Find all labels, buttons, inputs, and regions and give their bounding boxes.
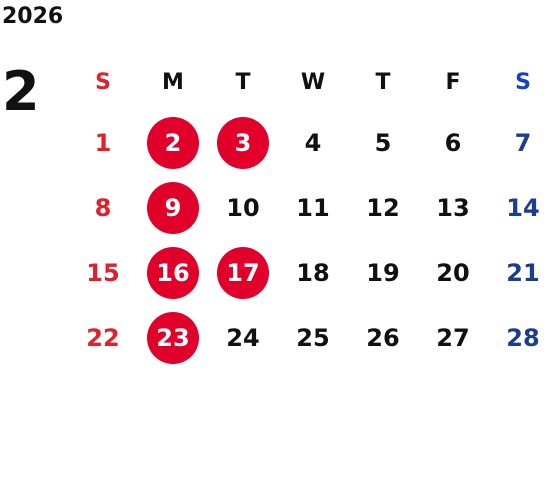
weekday-label-friday: F: [445, 69, 461, 95]
calendar-week-row: 22 23 24 25 26 27 28: [68, 305, 548, 370]
calendar-day-number: 7: [514, 128, 532, 157]
calendar-day-number: 15: [86, 258, 120, 287]
weekday-label-tuesday: T: [235, 69, 251, 95]
calendar-day: 20: [418, 240, 488, 305]
calendar-day-number: 28: [506, 323, 540, 352]
calendar-day: 8: [68, 175, 138, 240]
calendar-day-number: 23: [156, 323, 190, 352]
calendar-day-number: 1: [94, 128, 112, 157]
calendar-day-highlighted: 23: [138, 305, 208, 370]
calendar-year: 2026: [2, 4, 64, 29]
calendar-day-number: 12: [366, 193, 400, 222]
calendar-day: 5: [348, 110, 418, 175]
calendar-day: 22: [68, 305, 138, 370]
calendar-day-number: 16: [156, 258, 190, 287]
calendar-day-number: 11: [296, 193, 330, 222]
calendar-day: 24: [208, 305, 278, 370]
calendar-day-number: 24: [226, 323, 260, 352]
weekday-label-wednesday: W: [300, 69, 326, 95]
calendar-day-number: 21: [506, 258, 540, 287]
calendar-day-highlighted: 3: [208, 110, 278, 175]
calendar-day: 11: [278, 175, 348, 240]
calendar-day-highlighted: 16: [138, 240, 208, 305]
calendar-day: 14: [488, 175, 548, 240]
calendar-day: 12: [348, 175, 418, 240]
calendar-day: 10: [208, 175, 278, 240]
calendar-day-number: 14: [506, 193, 540, 222]
calendar-day-number: 3: [234, 128, 252, 157]
calendar-day-number: 27: [436, 323, 470, 352]
weekday-label-thursday: T: [375, 69, 391, 95]
calendar-day: 6: [418, 110, 488, 175]
calendar-day-highlighted: 2: [138, 110, 208, 175]
calendar-day-highlighted: 17: [208, 240, 278, 305]
calendar-day-number: 25: [296, 323, 330, 352]
calendar-day-number: 4: [304, 128, 322, 157]
weekday-header-row: S M T W T F S: [68, 54, 548, 110]
calendar-day: 27: [418, 305, 488, 370]
calendar-day-number: 26: [366, 323, 400, 352]
calendar-day-highlighted: 9: [138, 175, 208, 240]
weekday-label-saturday: S: [515, 69, 531, 95]
weekday-label-sunday: S: [95, 69, 111, 95]
calendar-day-number: 6: [444, 128, 462, 157]
calendar-day: 1: [68, 110, 138, 175]
calendar-week-row: 8 9 10 11 12 13 14: [68, 175, 548, 240]
calendar-day: 18: [278, 240, 348, 305]
calendar-week-row: 15 16 17 18 19 20 21: [68, 240, 548, 305]
calendar-day-number: 10: [226, 193, 260, 222]
calendar-day: 25: [278, 305, 348, 370]
calendar-day-number: 2: [164, 128, 182, 157]
calendar-week-row: 1 2 3 4 5 6 7: [68, 110, 548, 175]
calendar-day: 28: [488, 305, 548, 370]
calendar-month: 2: [2, 60, 40, 123]
calendar-day: 26: [348, 305, 418, 370]
calendar-day: 4: [278, 110, 348, 175]
calendar-day-number: 5: [374, 128, 392, 157]
calendar-day: 13: [418, 175, 488, 240]
calendar-day: 15: [68, 240, 138, 305]
calendar-day-number: 19: [366, 258, 400, 287]
calendar-day: 21: [488, 240, 548, 305]
calendar-day-number: 18: [296, 258, 330, 287]
calendar-day: 7: [488, 110, 548, 175]
calendar-day-number: 8: [94, 193, 112, 222]
weekday-label-monday: M: [162, 69, 184, 95]
calendar-day-number: 20: [436, 258, 470, 287]
calendar-day: 19: [348, 240, 418, 305]
calendar-day-number: 17: [226, 258, 260, 287]
calendar-day-number: 9: [164, 193, 182, 222]
calendar-day-number: 13: [436, 193, 470, 222]
calendar-day-number: 22: [86, 323, 120, 352]
